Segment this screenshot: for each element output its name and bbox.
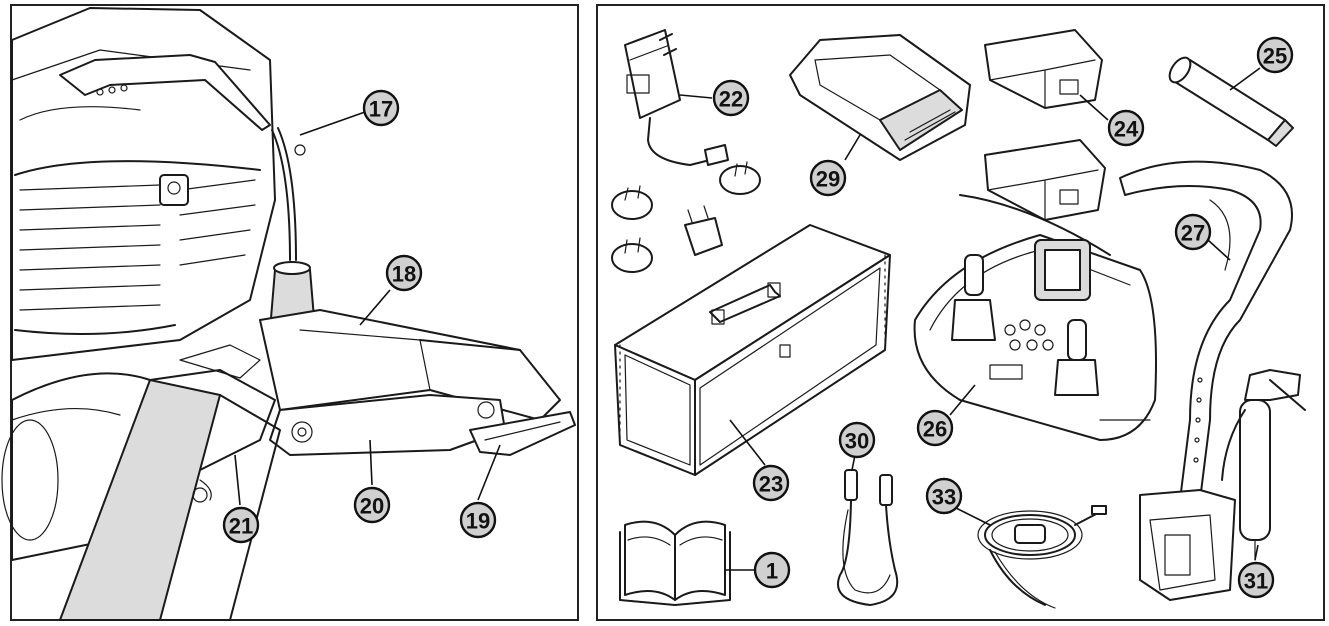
manual-book-illustration <box>619 520 731 606</box>
leader-19 <box>477 444 501 501</box>
callout-20: 20 <box>353 486 391 524</box>
svg-text:26: 26 <box>923 417 947 442</box>
leader-31 <box>1254 544 1259 561</box>
vehicle-illustration <box>1 7 576 621</box>
leader-17 <box>299 111 366 136</box>
svg-text:20: 20 <box>360 494 384 519</box>
callout-31: 31 <box>1237 561 1275 599</box>
svg-text:31: 31 <box>1244 569 1268 594</box>
svg-text:25: 25 <box>1263 44 1287 69</box>
callout-21: 21 <box>222 506 260 544</box>
callout-17: 17 <box>362 89 400 127</box>
power-adapter-illustration <box>611 29 761 273</box>
callout-26: 26 <box>916 409 954 447</box>
svg-text:17: 17 <box>369 97 393 122</box>
leader-21 <box>234 454 241 506</box>
svg-text:19: 19 <box>466 509 490 534</box>
svg-text:22: 22 <box>719 87 743 112</box>
harness-illustration <box>1119 160 1293 601</box>
callout-30: 30 <box>838 421 876 459</box>
toolbox-illustration <box>614 224 891 476</box>
callout-29: 29 <box>809 159 847 197</box>
callout-23: 23 <box>752 464 790 502</box>
leader-23 <box>729 419 766 466</box>
svg-text:30: 30 <box>845 429 869 454</box>
svg-text:1: 1 <box>766 559 778 584</box>
leader-22 <box>679 94 713 99</box>
svg-text:24: 24 <box>1114 117 1139 142</box>
leader-25 <box>1229 67 1261 91</box>
charger-base-illustration <box>789 34 971 161</box>
connector-cable-illustration <box>837 469 899 606</box>
callout-27: 27 <box>1174 213 1212 251</box>
leader-18 <box>359 289 391 326</box>
svg-text:27: 27 <box>1181 221 1205 246</box>
callout-24: 24 <box>1107 109 1145 147</box>
leader-24 <box>1079 94 1109 121</box>
callout-19: 19 <box>459 501 497 539</box>
leader-27 <box>1207 239 1231 261</box>
leader-26 <box>949 384 976 416</box>
batteries-illustration <box>984 29 1106 221</box>
svg-text:23: 23 <box>759 472 783 497</box>
callout-33: 33 <box>925 477 963 515</box>
cylinder-illustration <box>1168 56 1294 147</box>
svg-text:29: 29 <box>816 167 840 192</box>
callout-18: 18 <box>385 254 423 292</box>
callout-1: 1 <box>753 551 791 589</box>
callout-25: 25 <box>1256 36 1294 74</box>
coiled-cable-illustration <box>977 505 1107 609</box>
svg-text:21: 21 <box>229 514 253 539</box>
callout-22: 22 <box>712 79 750 117</box>
grease-gun-illustration <box>1221 369 1306 561</box>
svg-text:18: 18 <box>392 262 416 287</box>
remote-control-illustration <box>913 194 1157 441</box>
leader-29 <box>844 134 861 161</box>
svg-text:33: 33 <box>932 485 956 510</box>
leader-20 <box>369 439 373 486</box>
